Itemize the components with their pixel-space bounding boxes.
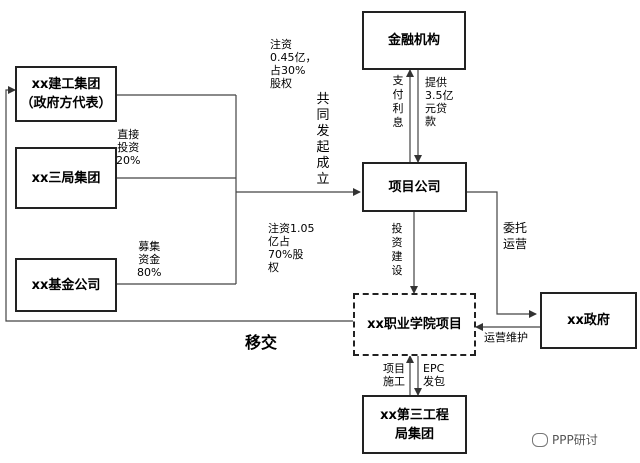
node-project-company-name: 项目公司 <box>388 179 441 195</box>
node-fund-company: xx基金公司 <box>15 258 117 312</box>
node-jiangong-name: xx建工集团 <box>31 77 101 92</box>
watermark-text: PPP研讨 <box>552 433 598 447</box>
node-government: xx政府 <box>540 292 637 349</box>
node-college-project: xx职业学院项目 <box>353 293 476 356</box>
label-operate-maintain: 运营维护 <box>484 331 528 344</box>
node-fund-name: xx基金公司 <box>31 277 101 293</box>
node-third-bureau-line2: 局集团 <box>394 426 434 442</box>
node-finance-institution: 金融机构 <box>362 11 466 70</box>
label-direct-invest: 直接 投资 20% <box>116 128 141 167</box>
node-sanju-name: xx三局集团 <box>31 170 101 186</box>
wechat-icon <box>532 432 548 447</box>
label-invest-build: 投资建设 <box>391 222 403 277</box>
watermark: PPP研讨 <box>532 431 598 448</box>
node-college-project-name: xx职业学院项目 <box>367 317 462 332</box>
arrow-transfer <box>5 86 353 322</box>
label-pay-interest: 支付利息 <box>392 74 404 129</box>
label-equity-105: 注资1.05 亿占 70%股 权 <box>268 222 315 274</box>
node-third-bureau-line1: xx第三工程 <box>380 407 449 423</box>
arrow-entrust-operate <box>467 191 537 318</box>
node-government-name: xx政府 <box>567 313 610 328</box>
label-transfer: 移交 <box>245 333 278 352</box>
label-loan: 提供 3.5亿 元贷 款 <box>425 76 454 128</box>
label-entrust-operate: 委托运营 <box>502 221 527 251</box>
label-joint-found: 共同发起成立 <box>316 92 330 187</box>
node-project-company: 项目公司 <box>362 162 467 212</box>
node-third-bureau: xx第三工程 局集团 <box>362 395 467 454</box>
node-sanju-group: xx三局集团 <box>15 147 117 209</box>
label-epc: EPC 发包 <box>423 362 445 388</box>
label-raise-funds: 募集 资金 80% <box>137 240 162 279</box>
node-jiangong-group: xx建工集团 （政府方代表） <box>15 66 117 122</box>
node-jiangong-role: （政府方代表） <box>20 96 112 111</box>
label-construction: 项目 施工 <box>383 362 405 388</box>
node-finance-name: 金融机构 <box>387 33 440 48</box>
label-equity-045: 注资 0.45亿， 占30% 股权 <box>270 38 317 90</box>
